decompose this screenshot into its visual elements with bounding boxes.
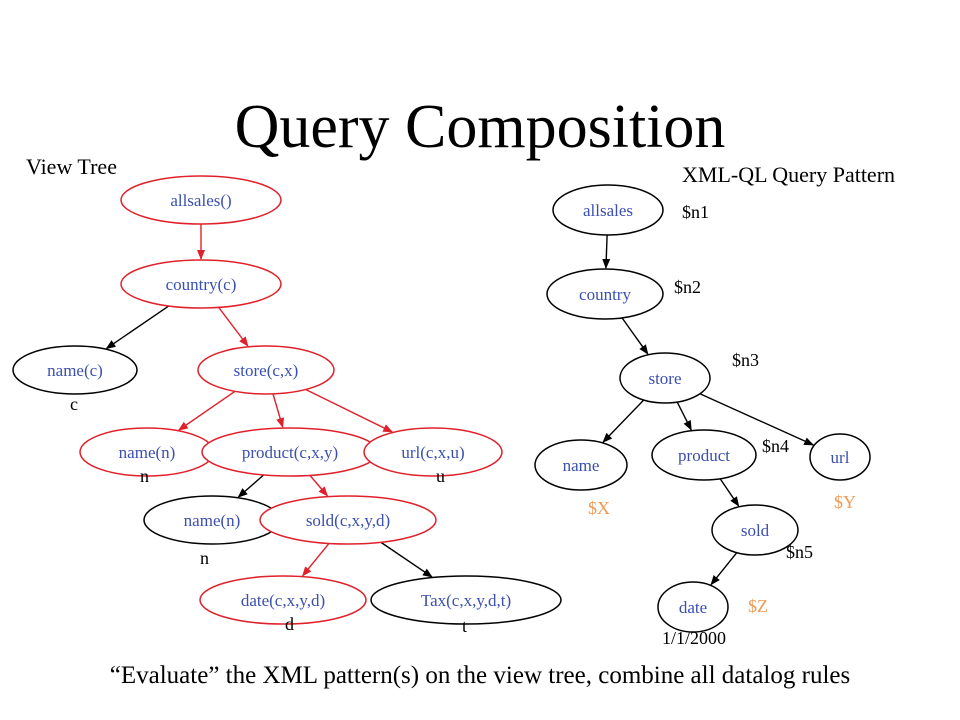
footer-caption: “Evaluate” the XML pattern(s) on the vie…	[109, 662, 851, 689]
edge-store-to-product	[272, 393, 285, 429]
edge-sold-to-date	[301, 542, 330, 577]
node-label: country	[579, 285, 631, 304]
edge-q_allsales-to-q_country	[602, 234, 611, 270]
label-ann-d: d	[285, 614, 294, 634]
node-label: store(c,x)	[234, 361, 299, 380]
label-ann-u: u	[436, 466, 445, 486]
query-pattern-heading: XML-QL Query Pattern	[682, 162, 896, 187]
node-sold: sold(c,x,y,d)	[259, 495, 437, 545]
node-q-allsales: allsales	[552, 184, 664, 236]
label-ann-n2: n	[200, 548, 209, 568]
node-shape	[259, 495, 437, 545]
node-shape	[711, 504, 799, 556]
label-var-X: $X	[588, 498, 610, 518]
label-ann-c: c	[70, 394, 78, 414]
node-product: product(c,x,y)	[201, 427, 379, 477]
node-q-url: url	[809, 433, 871, 481]
node-shape	[546, 268, 664, 320]
node-country: country(c)	[120, 259, 282, 309]
edges-layer	[105, 224, 815, 586]
label-ann-n1: n	[140, 466, 149, 486]
node-allsales: allsales()	[120, 175, 282, 225]
node-date: date(c,x,y,d)	[199, 575, 367, 625]
label-var-n4: $n4	[762, 436, 789, 456]
label-var-n1: $n1	[682, 202, 709, 222]
node-label: sold(c,x,y,d)	[306, 511, 390, 530]
node-shape	[199, 575, 367, 625]
node-shape	[370, 575, 562, 625]
node-q-date: date	[657, 581, 729, 633]
edge-country-to-store	[218, 306, 249, 347]
node-tax: Tax(c,x,y,d,t)	[370, 575, 562, 625]
node-label: country(c)	[166, 275, 237, 294]
node-label: name(n)	[119, 443, 176, 462]
label-var-n2: $n2	[674, 277, 701, 297]
edge-q_store-to-q_name	[602, 399, 645, 443]
node-shape	[197, 345, 335, 395]
node-label: name(n)	[184, 511, 241, 530]
view-tree-heading: View Tree	[26, 154, 117, 179]
node-label: store	[648, 369, 681, 388]
node-shape	[619, 352, 711, 404]
node-name-c: name(c)	[12, 345, 138, 395]
edge-product-to-name_n2	[237, 474, 265, 498]
edge-q_store-to-q_product	[676, 401, 692, 431]
node-shape	[657, 581, 729, 633]
node-shape	[534, 439, 628, 491]
node-q-store: store	[619, 352, 711, 404]
edge-q_store-to-q_url	[699, 393, 815, 446]
edge-product-to-sold	[309, 474, 329, 497]
node-q-product: product	[651, 429, 757, 481]
label-var-Z: $Z	[748, 596, 768, 616]
node-label: Tax(c,x,y,d,t)	[421, 591, 511, 610]
node-shape	[809, 433, 871, 481]
label-var-Y: $Y	[834, 492, 856, 512]
node-shape	[552, 184, 664, 236]
label-var-n3: $n3	[732, 350, 759, 370]
node-q-name: name	[534, 439, 628, 491]
slide-title: Query Composition	[234, 93, 726, 161]
node-label: sold	[741, 521, 770, 540]
node-label: url(c,x,u)	[401, 443, 464, 462]
node-shape	[120, 259, 282, 309]
edge-country-to-name_c	[105, 305, 170, 350]
edge-q_product-to-q_sold	[719, 478, 740, 507]
node-label: allsales	[583, 201, 633, 220]
label-ann-t: t	[462, 616, 467, 636]
node-label: product	[678, 446, 730, 465]
node-label: name	[563, 456, 600, 475]
edge-store-to-url	[305, 388, 394, 433]
label-const-date: 1/1/2000	[662, 628, 726, 648]
node-shape	[12, 345, 138, 395]
node-label: url	[831, 448, 850, 467]
node-q-country: country	[546, 268, 664, 320]
node-shape	[651, 429, 757, 481]
node-q-sold: sold	[711, 504, 799, 556]
node-label: name(c)	[47, 361, 103, 380]
node-shape	[363, 427, 503, 477]
node-shape	[120, 175, 282, 225]
label-var-n5: $n5	[786, 542, 813, 562]
edge-sold-to-tax	[380, 541, 433, 578]
nodes-layer: allsales() country(c) name(c) store(c,x) nam…	[12, 175, 871, 633]
edge-store-to-name_n1	[177, 390, 236, 431]
node-url: url(c,x,u)	[363, 427, 503, 477]
labels-layer: c n u n d t $n1 $n2 $n3 $n4 $n5 $X $Y $Z 1/1/2000	[70, 202, 856, 648]
node-label: date	[679, 598, 707, 617]
node-label: product(c,x,y)	[242, 443, 338, 462]
edge-q_sold-to-q_date	[710, 552, 738, 586]
node-label: date(c,x,y,d)	[241, 591, 325, 610]
node-store: store(c,x)	[197, 345, 335, 395]
node-label: allsales()	[170, 191, 231, 210]
node-name-n2: name(n)	[143, 495, 281, 545]
edge-q_country-to-q_store	[621, 317, 649, 355]
